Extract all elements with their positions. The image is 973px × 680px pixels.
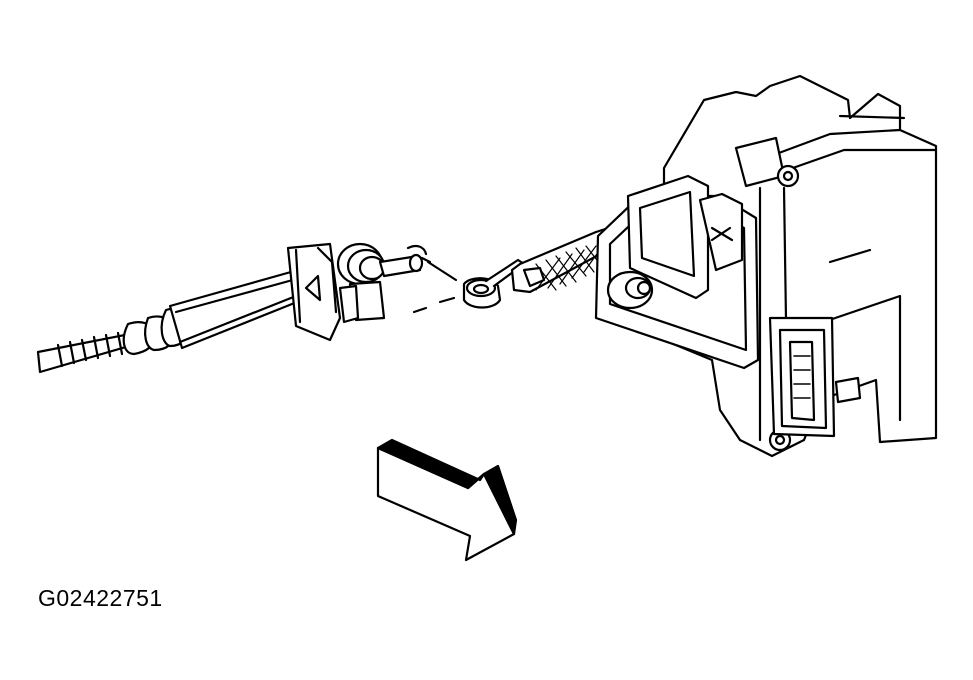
cable-grommet xyxy=(338,244,384,322)
cable-bracket xyxy=(288,244,340,340)
figure-code: G02422751 xyxy=(38,585,163,611)
shift-cable xyxy=(38,270,312,372)
transmission-housing xyxy=(596,76,936,456)
retaining-clip xyxy=(414,260,524,312)
direction-arrow xyxy=(378,440,516,560)
cable-rod xyxy=(380,246,430,276)
